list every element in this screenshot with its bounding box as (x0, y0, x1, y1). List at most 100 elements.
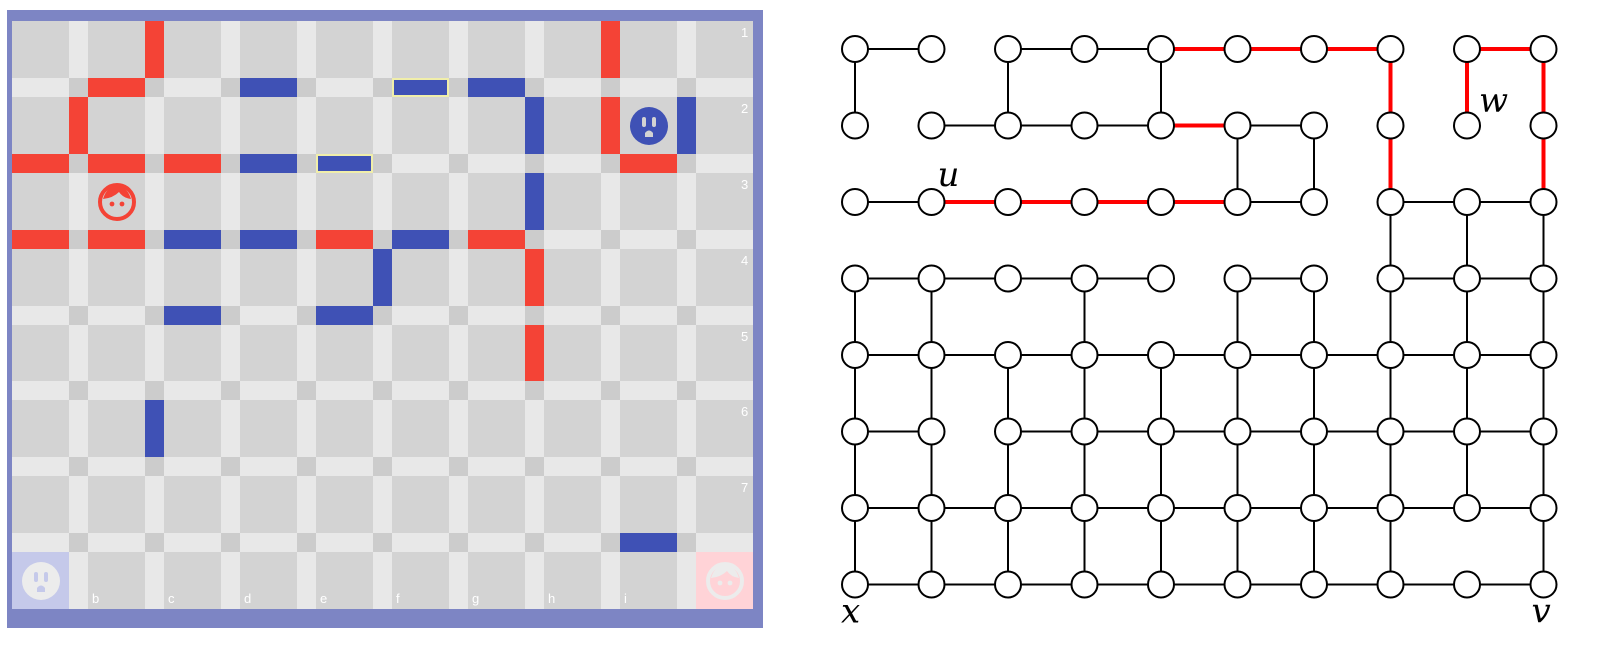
board-cell-f6[interactable] (392, 400, 449, 457)
board-cell-a1[interactable] (12, 21, 69, 78)
board-cell-d5[interactable] (240, 325, 297, 381)
board-cell-i3[interactable] (620, 173, 677, 230)
board-cell-d4[interactable] (240, 249, 297, 306)
board-cell-d7[interactable] (240, 476, 297, 533)
wall-blue-horizontal[interactable] (316, 306, 373, 325)
board-cell-f4[interactable] (392, 249, 449, 306)
board-cell-i6[interactable] (620, 400, 677, 457)
pawn-red-face-icon[interactable] (97, 182, 137, 222)
wall-blue-horizontal[interactable] (240, 230, 297, 249)
wall-red-horizontal[interactable] (12, 230, 69, 249)
board-cell-h1[interactable] (544, 21, 601, 78)
board-cell-g4[interactable] (468, 249, 525, 306)
wall-blue-horizontal[interactable] (392, 78, 449, 97)
wall-blue-vertical[interactable] (525, 173, 544, 230)
board-cell-g8[interactable] (468, 552, 525, 609)
board-cell-g6[interactable] (468, 400, 525, 457)
board-cell-b4[interactable] (88, 249, 145, 306)
wall-red-vertical[interactable] (525, 325, 544, 381)
board-cell-e5[interactable] (316, 325, 373, 381)
wall-red-horizontal[interactable] (620, 154, 677, 173)
wall-red-vertical[interactable] (601, 21, 620, 78)
wall-blue-vertical[interactable] (677, 97, 696, 154)
board-cell-g2[interactable] (468, 97, 525, 154)
wall-red-horizontal[interactable] (88, 78, 145, 97)
board-cell-c8[interactable] (164, 552, 221, 609)
board-cell-a7[interactable] (12, 476, 69, 533)
wall-blue-horizontal[interactable] (164, 230, 221, 249)
board-cell-d1[interactable] (240, 21, 297, 78)
board-cell-a5[interactable] (12, 325, 69, 381)
wall-blue-horizontal[interactable] (164, 306, 221, 325)
board-cell-d3[interactable] (240, 173, 297, 230)
board-cell-d2[interactable] (240, 97, 297, 154)
wall-red-vertical[interactable] (145, 21, 164, 78)
board-cell-d6[interactable] (240, 400, 297, 457)
board-cell-e8[interactable] (316, 552, 373, 609)
wall-red-horizontal[interactable] (316, 230, 373, 249)
board-cell-f8[interactable] (392, 552, 449, 609)
wall-red-horizontal[interactable] (12, 154, 69, 173)
board-cell-c3[interactable] (164, 173, 221, 230)
board-cell-b8[interactable] (88, 552, 145, 609)
board-cell-j5[interactable] (696, 325, 753, 381)
wall-blue-vertical[interactable] (145, 400, 164, 457)
board-cell-h8[interactable] (544, 552, 601, 609)
wall-blue-horizontal[interactable] (392, 230, 449, 249)
wall-blue-horizontal[interactable] (240, 154, 297, 173)
board-cell-f2[interactable] (392, 97, 449, 154)
board-cell-e1[interactable] (316, 21, 373, 78)
board-cell-c1[interactable] (164, 21, 221, 78)
board-cell-g7[interactable] (468, 476, 525, 533)
board-cell-j4[interactable] (696, 249, 753, 306)
wall-red-horizontal[interactable] (88, 230, 145, 249)
board-cell-g1[interactable] (468, 21, 525, 78)
board-cell-a4[interactable] (12, 249, 69, 306)
board-cell-c2[interactable] (164, 97, 221, 154)
board-cell-b7[interactable] (88, 476, 145, 533)
board-cell-a2[interactable] (12, 97, 69, 154)
wall-blue-vertical[interactable] (525, 97, 544, 154)
board-cell-i7[interactable] (620, 476, 677, 533)
board-cell-j3[interactable] (696, 173, 753, 230)
board-cell-e3[interactable] (316, 173, 373, 230)
board-cell-i1[interactable] (620, 21, 677, 78)
board-cell-g3[interactable] (468, 173, 525, 230)
board-cell-d8[interactable] (240, 552, 297, 609)
board-cell-b1[interactable] (88, 21, 145, 78)
wall-red-horizontal[interactable] (88, 154, 145, 173)
board-cell-f3[interactable] (392, 173, 449, 230)
board-cell-e7[interactable] (316, 476, 373, 533)
wall-blue-horizontal[interactable] (468, 78, 525, 97)
board-cell-h6[interactable] (544, 400, 601, 457)
wall-red-horizontal[interactable] (164, 154, 221, 173)
board-cell-c5[interactable] (164, 325, 221, 381)
board-cell-j7[interactable] (696, 476, 753, 533)
board-cell-c4[interactable] (164, 249, 221, 306)
board-cell-h2[interactable] (544, 97, 601, 154)
board-cell-b6[interactable] (88, 400, 145, 457)
board-cell-f7[interactable] (392, 476, 449, 533)
board-cell-h7[interactable] (544, 476, 601, 533)
wall-red-horizontal[interactable] (468, 230, 525, 249)
board-cell-e6[interactable] (316, 400, 373, 457)
board-cell-f5[interactable] (392, 325, 449, 381)
board-cell-a6[interactable] (12, 400, 69, 457)
board-cell-f1[interactable] (392, 21, 449, 78)
board-cell-j1[interactable] (696, 21, 753, 78)
board-cell-e2[interactable] (316, 97, 373, 154)
pawn-blue-outlet-icon[interactable] (629, 106, 669, 146)
board-cell-b5[interactable] (88, 325, 145, 381)
wall-red-vertical[interactable] (525, 249, 544, 306)
board-cell-a3[interactable] (12, 173, 69, 230)
board-cell-c6[interactable] (164, 400, 221, 457)
board-cell-b2[interactable] (88, 97, 145, 154)
wall-blue-horizontal[interactable] (240, 78, 297, 97)
board-cell-j6[interactable] (696, 400, 753, 457)
board-cell-i5[interactable] (620, 325, 677, 381)
wall-blue-vertical[interactable] (373, 249, 392, 306)
board-cell-i4[interactable] (620, 249, 677, 306)
board-cell-i8[interactable] (620, 552, 677, 609)
board-cell-h3[interactable] (544, 173, 601, 230)
